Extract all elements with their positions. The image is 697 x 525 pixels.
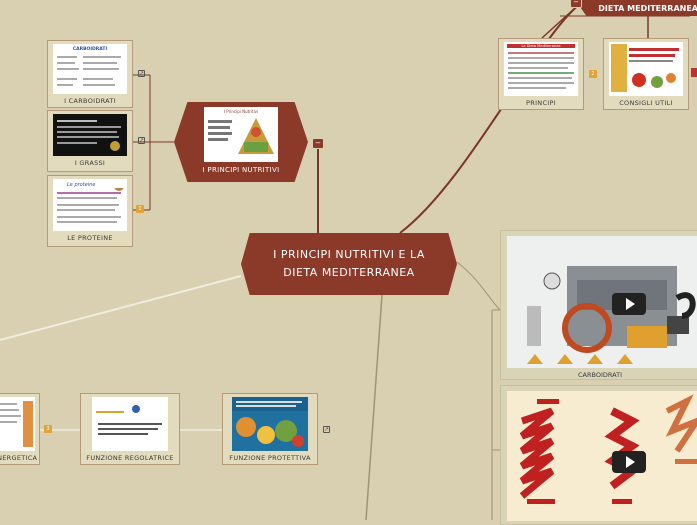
card-principi[interactable]: La Dieta Mediterranea PRINCIPI: [498, 38, 584, 110]
regolatrice-caption: FUNZIONE REGOLATRICE: [86, 454, 174, 462]
video-card-proteine[interactable]: [500, 385, 697, 525]
grassi-caption: I GRASSI: [74, 159, 106, 167]
central-title-line2: DIETA MEDITERRANEA: [283, 266, 415, 279]
food-pyramid-icon: [208, 118, 274, 154]
video-card-carboidrati[interactable]: CARBOIDRATI: [500, 230, 697, 380]
principi-nutritivi-node[interactable]: I Principi Nutritivi I PRINCIPI NUTRITIV…: [174, 102, 308, 182]
principi-image-title: I Principi Nutritivi: [223, 109, 259, 114]
text-lines-graphic: [508, 52, 574, 89]
central-title-line1: I PRINCIPI NUTRITIVI E LA: [273, 248, 425, 261]
card-energetica[interactable]: ENERGETICA: [0, 393, 40, 465]
proteine-thumb-title: Le proteine: [67, 182, 96, 188]
principi-nutritivi-image: I Principi Nutritivi: [204, 107, 278, 162]
open-link-icon[interactable]: ↗: [138, 70, 145, 77]
flag-icon: [691, 68, 697, 77]
grassi-thumbnail: [53, 114, 127, 156]
video-thumbnail-machine: [507, 236, 697, 368]
text-lines-graphic: [57, 181, 124, 223]
fruit-vegetables-image: [232, 397, 308, 447]
proteine-caption: LE PROTEINE: [67, 234, 113, 242]
consigli-thumbnail: [609, 42, 683, 96]
task-badge: 2: [589, 70, 597, 78]
video-caption: CARBOIDRATI: [578, 371, 622, 379]
carboidrati-caption: I CARBOIDRATI: [64, 97, 116, 105]
play-button[interactable]: [612, 451, 646, 473]
task-badge: 1: [136, 205, 144, 213]
protein-structure-illustration: [507, 391, 697, 521]
card-grassi[interactable]: I GRASSI: [47, 110, 133, 172]
video-thumbnail-protein: [507, 391, 697, 521]
text-lines-graphic: [96, 405, 162, 435]
text-lines-graphic: [57, 56, 121, 86]
principi-thumbnail: La Dieta Mediterranea: [504, 42, 578, 96]
carboidrati-thumbnail: CARBOIDRATI: [53, 44, 127, 94]
protettiva-caption: FUNZIONE PROTETTIVA: [229, 454, 311, 462]
principi-thumb-title: La Dieta Mediterranea: [507, 44, 575, 48]
dieta-mediterranea-node[interactable]: DIETA MEDITERRANEA: [578, 0, 697, 16]
open-link-icon[interactable]: ↗: [138, 137, 145, 144]
card-funzione-protettiva[interactable]: FUNZIONE PROTETTIVA: [222, 393, 318, 465]
regolatrice-thumbnail: [92, 397, 168, 451]
principi-caption: PRINCIPI: [526, 99, 556, 107]
text-lines-graphic: [0, 401, 33, 447]
energetica-thumbnail: [0, 397, 35, 451]
card-consigli-utili[interactable]: CONSIGLI UTILI: [603, 38, 689, 110]
card-proteine[interactable]: Le proteine LE PROTEINE: [47, 175, 133, 247]
carboidrati-thumb-title: CARBOIDRATI: [72, 47, 108, 52]
energetica-caption: ENERGETICA: [0, 454, 38, 462]
pasta-image: [611, 44, 679, 92]
task-badge: 3: [44, 425, 52, 433]
play-button[interactable]: [612, 293, 646, 315]
collapse-toggle-top[interactable]: −: [570, 0, 582, 8]
consigli-caption: CONSIGLI UTILI: [619, 99, 673, 107]
card-funzione-regolatrice[interactable]: FUNZIONE REGOLATRICE: [80, 393, 180, 465]
dieta-mediterranea-label: DIETA MEDITERRANEA: [598, 3, 697, 13]
open-link-icon[interactable]: ↗: [323, 426, 330, 433]
card-carboidrati[interactable]: CARBOIDRATI I CARBOIDRATI: [47, 40, 133, 108]
central-topic[interactable]: I PRINCIPI NUTRITIVI E LA DIETA MEDITERR…: [241, 233, 457, 295]
collapse-toggle-principi[interactable]: −: [312, 138, 324, 149]
text-lines-graphic: [57, 120, 121, 151]
principi-nutritivi-label: I PRINCIPI NUTRITIVI: [202, 166, 280, 174]
machine-illustration: [507, 236, 697, 368]
proteine-thumbnail: Le proteine: [53, 179, 127, 231]
protettiva-thumbnail: [232, 397, 308, 451]
